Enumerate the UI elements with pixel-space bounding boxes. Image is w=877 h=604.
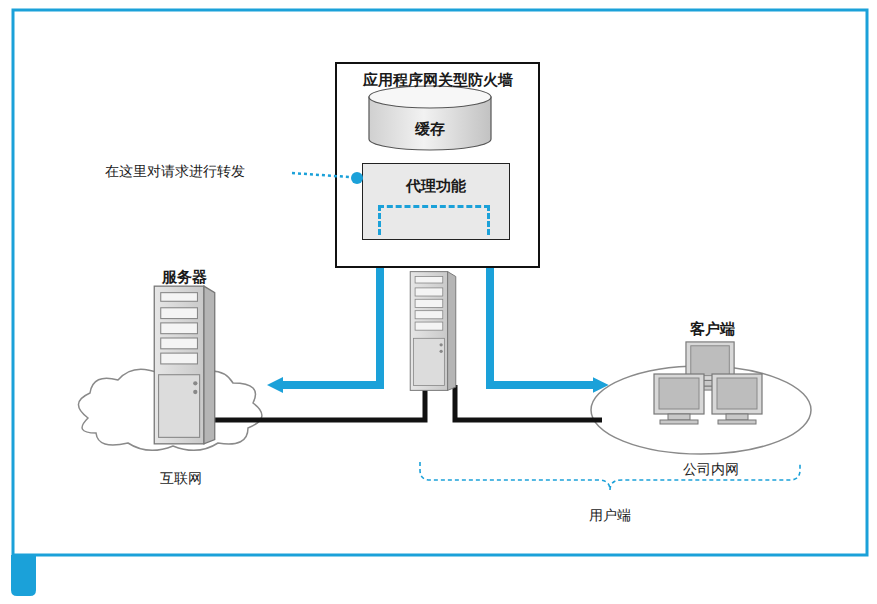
cylinder-top [369, 86, 491, 108]
user-side-bracket [420, 462, 800, 490]
text-wrap: 公司内网 [600, 459, 822, 479]
device-label: 服务器 [162, 268, 207, 287]
outer-frame [13, 10, 867, 555]
node-text: 应用程序网关型防火墙 [363, 71, 513, 89]
forward-arrow [490, 254, 595, 385]
node-text: 公司内网 [683, 461, 739, 477]
callout-leader [292, 173, 349, 177]
text-wrap: 应用程序网关型防火墙 [337, 70, 538, 90]
internet-server [154, 286, 214, 444]
frame-tab [11, 555, 36, 596]
client-monitor [712, 374, 762, 424]
proxy-box: 代理功能 [362, 163, 510, 240]
cache-cylinder-outline [368, 85, 492, 151]
text-wrap: 代理功能 [363, 176, 509, 196]
firewall-box: 应用程序网关型防火墙缓存代理功能 [335, 62, 540, 268]
cache-cylinder: 缓存 [368, 85, 492, 151]
forward-arrow [281, 254, 380, 385]
network-wire [455, 385, 602, 420]
firewall-machine [410, 272, 456, 391]
group-label: 用户端 [589, 507, 631, 525]
device-label: 客户端 [690, 320, 735, 339]
node-text: 缓存 [415, 120, 445, 138]
node-text: 代理功能 [406, 177, 466, 195]
text-wrap: 互联网 [78, 468, 283, 488]
forwarding-path [378, 205, 490, 235]
callout-text: 在这里对请求进行转发 [105, 163, 245, 181]
network-wire [212, 385, 425, 420]
client-monitor [654, 374, 704, 424]
text-wrap: 缓存 [368, 119, 492, 139]
callout-dot [351, 172, 363, 184]
node-text: 互联网 [160, 470, 202, 486]
intranet-outline [591, 366, 811, 454]
